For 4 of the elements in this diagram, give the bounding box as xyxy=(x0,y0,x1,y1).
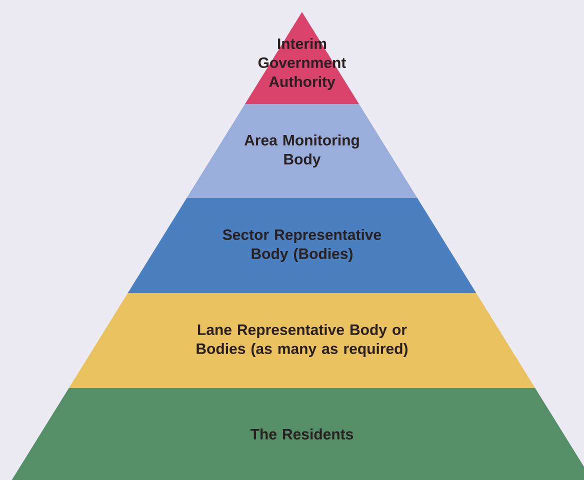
pyramid-layer: Area Monitoring Body xyxy=(186,104,418,198)
pyramid-layer: The Residents xyxy=(12,388,584,480)
pyramid-layer: Lane Representative Body or Bodies (as many as required) xyxy=(68,293,536,388)
pyramid-layer: Sector Representative Body (Bodies) xyxy=(128,198,476,293)
